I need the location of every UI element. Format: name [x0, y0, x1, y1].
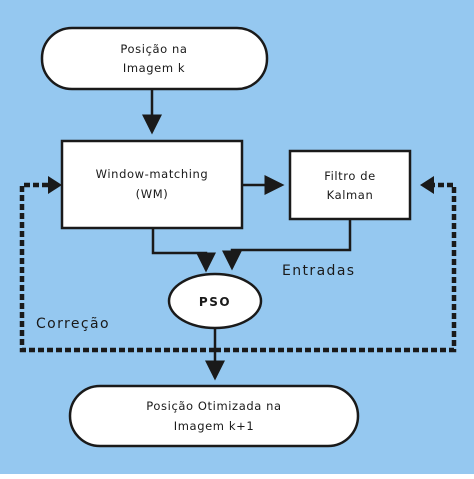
start-node: [40, 26, 269, 91]
kalman-node: [288, 149, 412, 221]
end-node-line-1: Posição Otimizada na: [146, 399, 281, 413]
pso-node: [167, 272, 263, 330]
edge-kalman-to-pso: [222, 219, 352, 271]
correcao-label: Correção: [36, 316, 110, 332]
kalman-node-line-1: Filtro de: [324, 169, 376, 183]
pso-node-label: PSO: [199, 295, 231, 309]
correction-loop-line: [19, 182, 215, 353]
correction-loop-arrowhead-right: [420, 176, 434, 194]
start-node-line-1: Posição na: [120, 42, 187, 56]
entradas-label: Entradas: [282, 263, 356, 279]
edge-wm-to-pso: [151, 228, 216, 273]
end-node: [68, 384, 360, 448]
wm-node: [60, 139, 244, 230]
correction-loop-line-right: [215, 182, 457, 353]
kalman-node-line-2: Kalman: [327, 188, 374, 202]
correction-loop-arrowhead-left: [48, 176, 62, 194]
wm-node-line-1: Window-matching: [96, 167, 209, 181]
wm-node-line-2: (WM): [136, 187, 169, 201]
start-node-line-2: Imagem k: [123, 61, 185, 75]
end-node-line-2: Imagem k+1: [174, 419, 255, 433]
